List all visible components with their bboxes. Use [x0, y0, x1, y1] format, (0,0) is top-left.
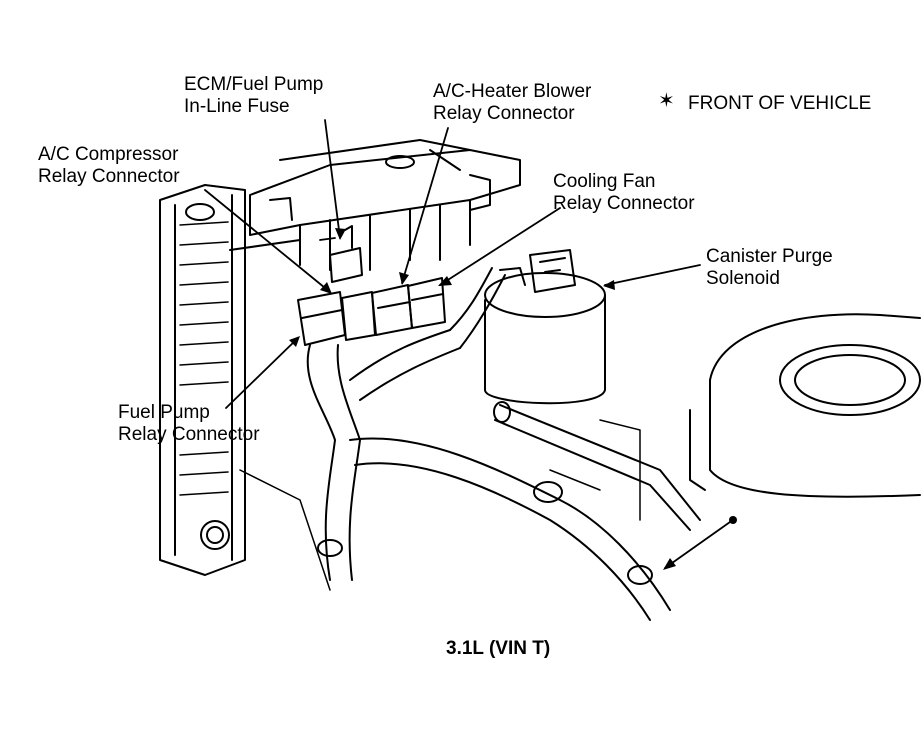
- diagram-caption: 3.1L (VIN T): [446, 638, 551, 659]
- label-line: Cooling Fan: [553, 171, 656, 192]
- blower-relay-label: A/C-Heater Blower Relay Connector: [433, 81, 591, 125]
- front-of-vehicle-label: FRONT OF VEHICLE: [688, 93, 872, 114]
- leader-lines: [204, 119, 731, 569]
- air-cleaner: [689, 313, 921, 498]
- ac-compressor-relay-label: A/C Compressor Relay Connector: [38, 144, 180, 188]
- leader-arrowheads: [289, 228, 737, 570]
- engine-manifold: [229, 139, 521, 271]
- cooling-fan-relay-label: Cooling Fan Relay Connector: [553, 171, 695, 215]
- canister-purge-label: Canister Purge Solenoid: [706, 246, 833, 290]
- label-line: Fuel Pump: [118, 402, 210, 423]
- label-line: Solenoid: [706, 268, 780, 289]
- label-line: Canister Purge: [706, 246, 833, 267]
- label-line: ECM/Fuel Pump: [184, 74, 324, 95]
- label-line: In-Line Fuse: [184, 96, 290, 117]
- label-line: Relay Connector: [118, 424, 260, 445]
- charcoal-canister: [484, 249, 606, 405]
- fuel-pump-relay-label: Fuel Pump Relay Connector: [118, 402, 260, 446]
- relay-connectors: [297, 225, 446, 346]
- star-icon: ✶: [658, 90, 675, 112]
- label-line: Relay Connector: [553, 193, 695, 214]
- label-line: A/C-Heater Blower: [433, 81, 592, 102]
- ecm-fuel-pump-fuse-label: ECM/Fuel Pump In-Line Fuse: [184, 74, 323, 118]
- wiring-harness: [306, 267, 701, 621]
- fender-structure: [239, 419, 641, 591]
- label-line: A/C Compressor: [38, 144, 179, 165]
- label-line: Relay Connector: [433, 103, 575, 124]
- label-line: Relay Connector: [38, 166, 180, 187]
- radiator: [159, 184, 246, 576]
